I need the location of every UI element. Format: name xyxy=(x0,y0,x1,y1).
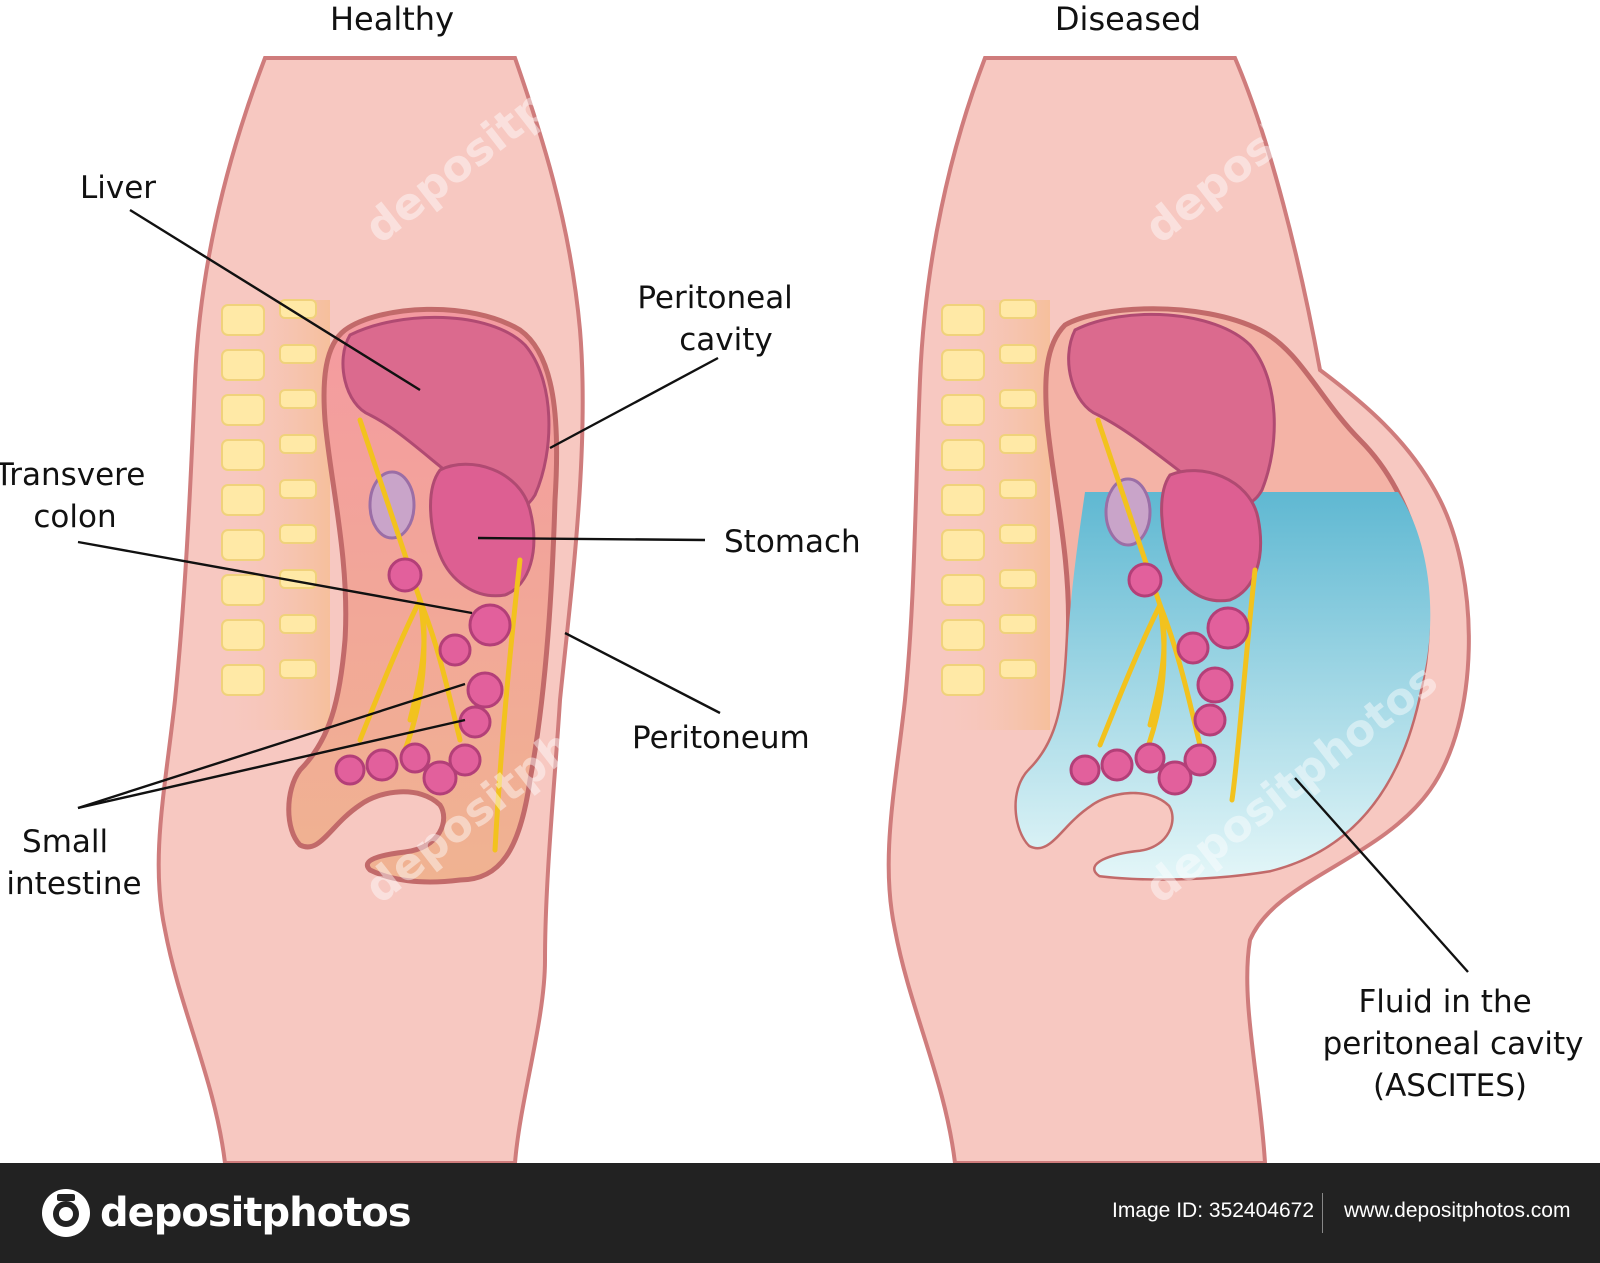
leader-peritoneum xyxy=(564,631,721,715)
label-stomach: Stomach xyxy=(724,524,861,560)
ascites-diagram: depositphotos depositphotos depositphoto… xyxy=(0,0,1594,1163)
label-fluid-line2: peritoneal cavity xyxy=(1323,1026,1584,1062)
healthy-spine xyxy=(210,299,330,730)
label-fluid-line3: (ASCITES) xyxy=(1373,1068,1527,1104)
label-fluid-ascites: Fluid in the peritoneal cavity (ASCITES) xyxy=(1323,984,1594,1104)
depositphotos-logo[interactable]: depositphotos xyxy=(40,1185,412,1241)
site-url-link[interactable]: www.depositphotos.com xyxy=(1344,1199,1571,1222)
leader-peritoneal-cavity xyxy=(549,356,719,450)
brand-name: depositphotos xyxy=(100,1190,412,1236)
title-healthy: Healthy xyxy=(330,0,454,38)
diseased-spine xyxy=(930,299,1050,730)
footer-divider xyxy=(1322,1193,1323,1233)
label-liver: Liver xyxy=(80,170,156,206)
image-id-label: Image ID: xyxy=(1112,1199,1204,1222)
image-id-value: 352404672 xyxy=(1208,1199,1315,1222)
leader-stomach xyxy=(477,536,706,542)
label-peritoneum: Peritoneum xyxy=(632,720,810,756)
title-diseased: Diseased xyxy=(1055,0,1201,38)
label-transverse-colon: Transvere colon xyxy=(0,457,155,535)
label-transverse-colon-line2: colon xyxy=(33,499,116,535)
healthy-small-intestine xyxy=(334,557,512,796)
label-fluid-line1: Fluid in the xyxy=(1358,984,1531,1020)
diseased-stomach xyxy=(1160,469,1263,603)
camera-logo-icon xyxy=(42,1189,90,1237)
leader-small-intestine-1 xyxy=(77,682,466,810)
label-peritoneal-cavity-line1: Peritoneal xyxy=(637,280,792,316)
diseased-mesentery xyxy=(1095,417,1258,803)
label-peritoneal-cavity: Peritoneal cavity xyxy=(637,280,802,358)
healthy-colon-segment xyxy=(368,470,416,540)
healthy-figure xyxy=(156,56,585,1163)
leader-fluid xyxy=(1294,777,1469,973)
image-id: Image ID: 352404672 xyxy=(1112,1199,1314,1223)
diseased-small-intestine xyxy=(1069,562,1250,796)
label-peritoneal-cavity-line2: cavity xyxy=(679,322,773,358)
label-small-intestine-line2: intestine xyxy=(6,866,141,902)
leader-transverse-colon xyxy=(77,540,473,615)
label-small-intestine: Small intestine xyxy=(6,824,141,902)
diseased-figure xyxy=(886,56,1471,1163)
footer-bar: depositphotos Image ID: 352404672 www.de… xyxy=(0,1163,1600,1263)
healthy-mesentery xyxy=(357,417,523,853)
leader-lines xyxy=(77,208,1469,973)
leader-small-intestine-2 xyxy=(77,718,466,810)
label-small-intestine-line1: Small xyxy=(22,824,108,860)
healthy-stomach xyxy=(429,462,536,598)
label-transverse-colon-line1: Transvere xyxy=(0,457,145,493)
leader-liver xyxy=(129,208,421,392)
